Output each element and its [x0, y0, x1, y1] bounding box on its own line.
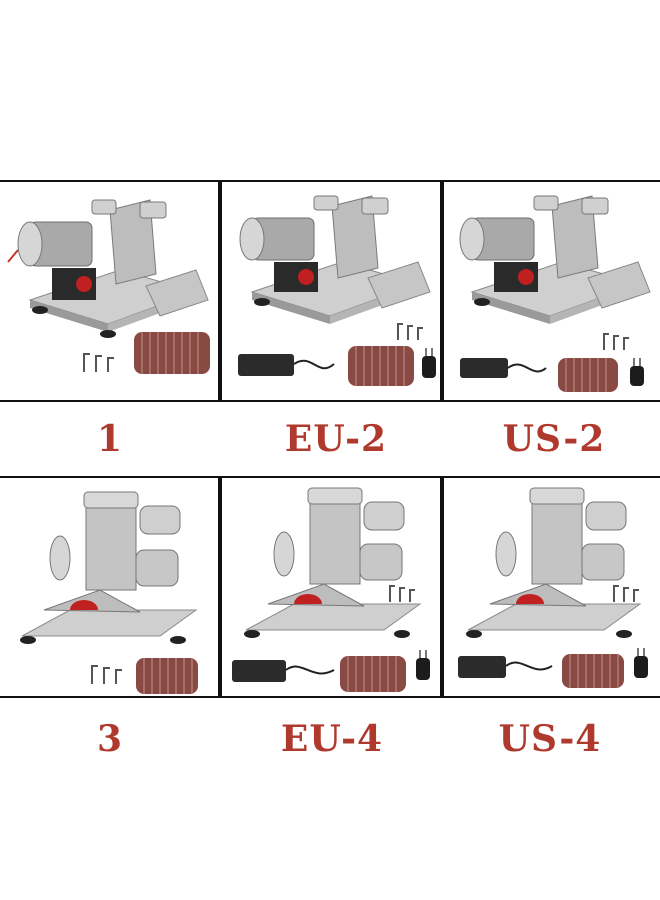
variant-label-us-4[interactable]: US-4 — [498, 718, 602, 760]
power-adapter — [232, 660, 335, 682]
variant-label-eu-2[interactable]: EU-2 — [284, 418, 388, 460]
variant-eu-4-image[interactable] — [220, 476, 442, 698]
sanding-belts — [562, 654, 624, 688]
belt-sander-side-view — [459, 195, 651, 392]
variant-label-us-2[interactable]: US-2 — [502, 418, 606, 460]
belt-sander-front-view — [20, 491, 198, 694]
sanding-belts — [134, 332, 210, 374]
label-strip-1 — [0, 400, 660, 478]
us-plug-icon — [630, 358, 644, 386]
variant-eu-2-image[interactable] — [220, 180, 442, 402]
power-adapter — [460, 358, 547, 378]
variant-label-eu-4[interactable]: EU-4 — [280, 718, 384, 760]
sanding-belts — [348, 346, 414, 386]
variant-label-1[interactable]: 1 — [96, 418, 124, 460]
eu-plug-icon — [422, 348, 436, 378]
variant-us-4-image[interactable] — [442, 476, 660, 698]
power-adapter — [458, 656, 553, 678]
eu-plug-icon — [416, 650, 430, 680]
sanding-belts — [558, 358, 618, 392]
belt-sander-side-view — [7, 199, 210, 374]
belt-sander-front-view — [232, 487, 430, 692]
variant-3-image[interactable] — [0, 476, 220, 698]
sanding-belts — [340, 656, 406, 692]
variant-label-3[interactable]: 3 — [96, 718, 124, 760]
belt-sander-front-view — [458, 487, 648, 688]
us-plug-icon — [634, 648, 648, 678]
sanding-belts — [136, 658, 198, 694]
variant-1-image[interactable] — [0, 180, 220, 402]
belt-sander-side-view — [238, 195, 436, 386]
power-adapter — [238, 354, 335, 376]
variant-us-2-image[interactable] — [442, 180, 660, 402]
